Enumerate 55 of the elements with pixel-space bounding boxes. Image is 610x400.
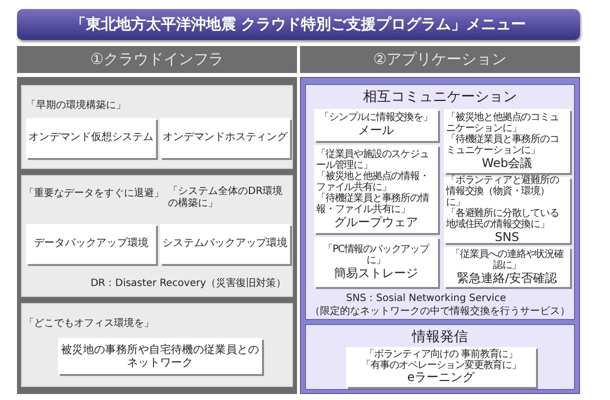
- service-name: オンデマンド仮想システム: [28, 130, 154, 146]
- panel-heading: 相互コミュニケーション: [362, 88, 518, 107]
- category-panel: [305, 84, 575, 320]
- service-box: [26, 224, 156, 264]
- service-name: SNS: [494, 230, 520, 245]
- quote-text: 「各避難所に分散している地域住民の情報交換に」: [446, 208, 560, 230]
- note-text: （限定的なネットワークの中で情報交換を行うサービス）: [310, 304, 570, 319]
- title-banner: 「東北地方太平洋沖地震 クラウド特別ご支援プログラム」メニュー: [17, 9, 580, 40]
- quote-text: 「従業員への連絡や状況確認に」: [450, 248, 564, 271]
- quote-text: 「重要なデータをすぐに退避」: [24, 186, 164, 201]
- quote-text: 「待機従業員と事務所のコミュニケーションに」: [446, 134, 560, 156]
- service-name: 被災地の事務所や自宅待機の従業員とのネットワーク: [60, 342, 260, 370]
- column-title: ②アプリケーション: [373, 49, 507, 70]
- quote-text: 「待機従業員と事務所の情報・ファイル共有に」: [316, 192, 430, 215]
- column-panel: [17, 77, 297, 394]
- service-name: eラーニング: [407, 371, 475, 385]
- service-box: [314, 109, 438, 141]
- quote-text: 「ボランティア向けの 事前教育に」: [364, 349, 518, 360]
- service-box: [160, 118, 290, 158]
- quote-text: 「PC情報のバックアップに」: [322, 244, 431, 266]
- column-panel: [300, 77, 580, 394]
- panel-heading: 情報発信: [410, 328, 469, 347]
- service-name: メール: [358, 123, 394, 138]
- quote-text: 「被災地と他拠点のコミュニケーションに」: [446, 112, 560, 134]
- quote-text: 「どこでもオフィス環境を」: [24, 316, 154, 331]
- service-name: 緊急連絡/安否確認: [456, 270, 558, 286]
- quote-text: 「被災地と他拠点の情報・ファイル共有に」: [316, 170, 429, 193]
- quote-text: 「ボランティアと避難所の情報交換（物資・環境）に」: [446, 175, 560, 208]
- service-box: [444, 247, 570, 287]
- quote-text: 「シンプルに情報交換を」: [320, 112, 432, 124]
- column-header: [300, 46, 580, 73]
- quote-text: 「システム全体のDR環境の構築に」: [168, 186, 284, 209]
- quote-text: 「従業員や施設のスケジュール管理に」: [316, 148, 430, 171]
- quote-text: 「有事のオペレーション変更教育に」: [361, 360, 521, 372]
- service-box: [314, 145, 438, 233]
- service-box: [444, 109, 570, 173]
- service-name: グループウェア: [334, 214, 418, 230]
- service-name: オンデマンドホスティング: [162, 130, 288, 146]
- quote-text: 「早期の環境構築に」: [26, 98, 126, 113]
- service-name: データバックアップ環境: [34, 236, 148, 252]
- service-name: 簡易ストレージ: [334, 266, 418, 280]
- service-name: システムバックアップ環境: [162, 236, 288, 252]
- note-text: DR：Disaster Recovery（災害復旧対策）: [90, 276, 286, 291]
- service-box: [346, 347, 536, 387]
- category-panel: [305, 324, 575, 390]
- category-panel: [21, 175, 293, 297]
- note-text: SNS：Sosial Networking Service: [346, 292, 506, 306]
- service-name: Web会議: [482, 156, 532, 170]
- service-box: [26, 118, 156, 158]
- column-title: ①クラウドインフラ: [90, 49, 224, 70]
- service-box: [314, 237, 438, 287]
- category-panel: [21, 85, 293, 169]
- column-header: [17, 46, 297, 73]
- service-box: [160, 224, 290, 264]
- category-panel: [21, 303, 293, 387]
